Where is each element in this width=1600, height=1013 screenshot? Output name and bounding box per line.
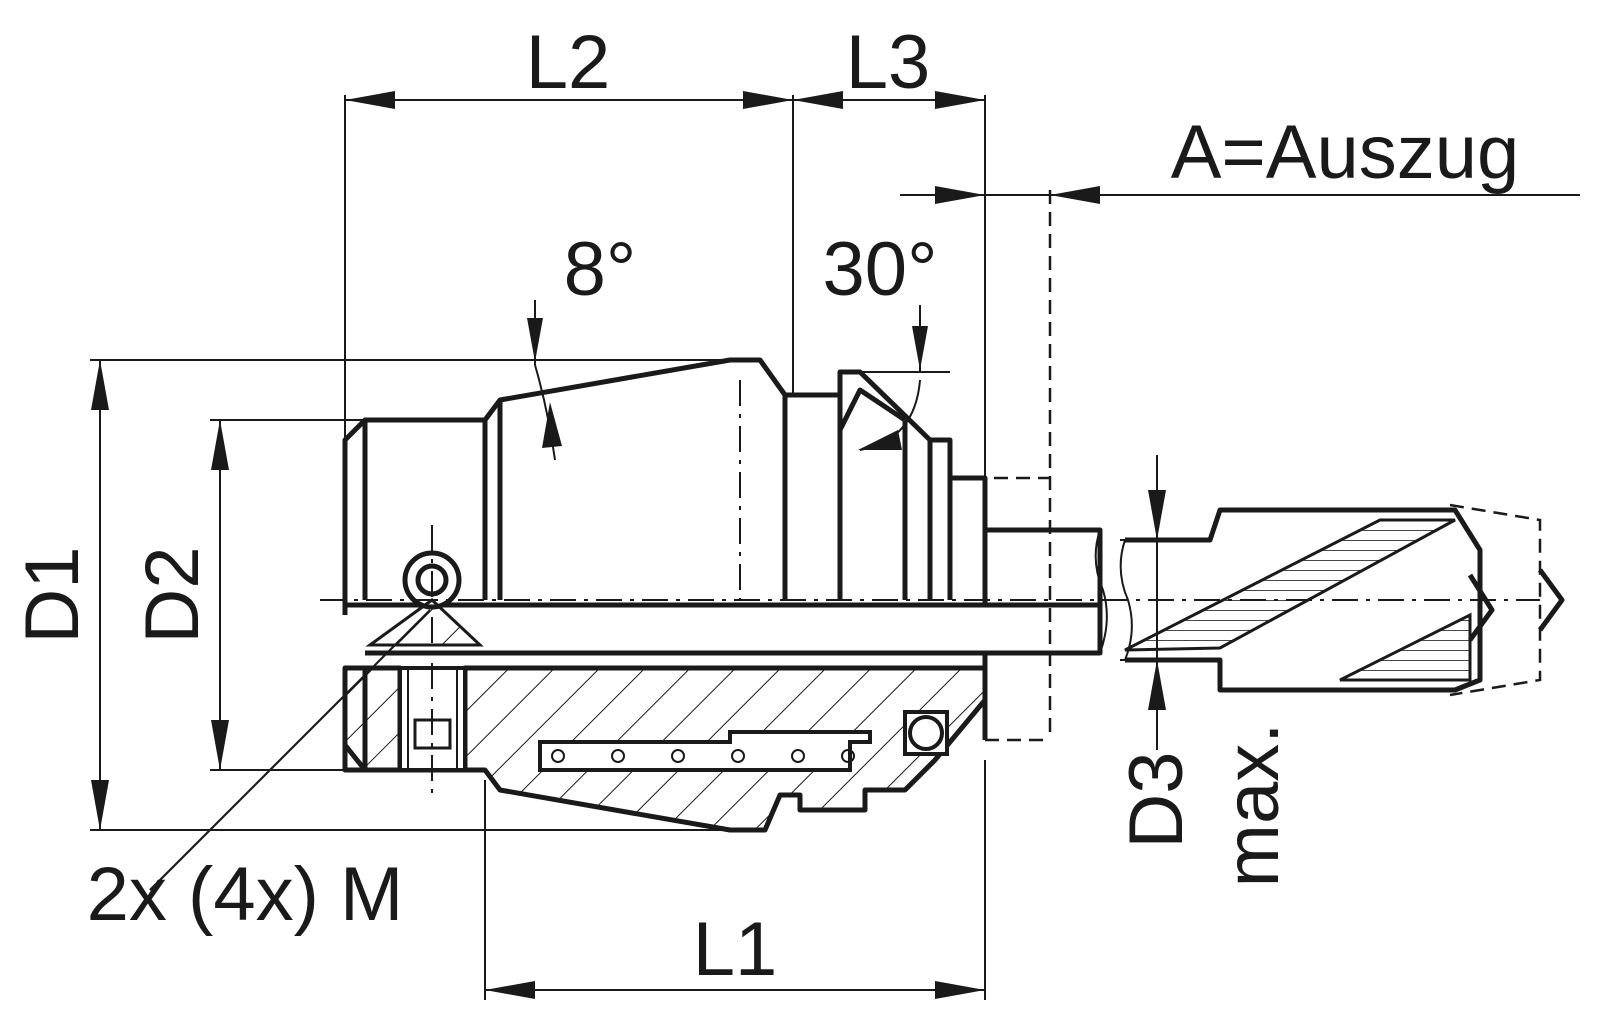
- shank-break-right: [1119, 539, 1133, 661]
- label-thread: 2x (4x) M: [87, 852, 404, 937]
- dim-d3-arrow-bottom: [1148, 660, 1166, 710]
- locking-ball: [908, 715, 944, 751]
- extraction-phantom: [950, 190, 1052, 742]
- drill-tip-inner: [1467, 573, 1495, 642]
- label-d2: D2: [130, 546, 215, 643]
- cone-chamfer: [837, 387, 907, 432]
- dim-d2-arrow-top: [211, 420, 229, 470]
- dimension-lines: [90, 91, 1580, 1000]
- dim-d1-arrow-bottom: [91, 780, 109, 830]
- screw-tip: [365, 598, 484, 647]
- angle30-arrow-top: [912, 326, 928, 370]
- nut-lower-outline: [342, 668, 400, 773]
- label-l2: L2: [526, 20, 611, 105]
- label-auszug: A=Auszug: [1171, 110, 1520, 195]
- dim-d2-arrow-bottom: [211, 720, 229, 770]
- chuck-body: [342, 357, 1103, 833]
- dim-l2-arrow-right: [743, 91, 793, 109]
- centerlines: [320, 525, 1540, 800]
- drill-tip-phantom: [1537, 568, 1565, 632]
- label-d1: D1: [10, 546, 95, 643]
- drill-extension-phantom: [1449, 503, 1542, 697]
- drill-tool: [1094, 503, 1565, 697]
- label-l1: L1: [693, 907, 778, 992]
- drill-outline: [1125, 507, 1483, 693]
- label-l3: L3: [846, 20, 931, 105]
- dim-l3-arrow-left: [793, 91, 843, 109]
- label-angle-30: 30°: [823, 227, 938, 312]
- label-angle-8: 8°: [564, 227, 637, 312]
- thread-leader-2: [149, 609, 431, 891]
- label-d3: D3: [1114, 751, 1199, 848]
- spring-balls: [551, 749, 855, 763]
- drill-flute-2: [1339, 612, 1472, 682]
- dim-auszug-arrow-left: [935, 186, 985, 204]
- angle8-arrow-top: [527, 318, 543, 362]
- label-max: max.: [1210, 723, 1295, 888]
- dim-l2-arrow-left: [345, 91, 395, 109]
- dim-auszug-arrow-right: [1050, 186, 1100, 204]
- labels: L2 L3 L1 A=Auszug 8° 30° 2x (4x) M D1 D2…: [10, 20, 1519, 992]
- dim-d3-arrow-top: [1148, 490, 1166, 540]
- dim-l3-arrow-right: [935, 91, 985, 109]
- angle30-arrow-bottom: [858, 430, 902, 450]
- dim-d1-arrow-top: [91, 360, 109, 410]
- angle8-arc: [534, 364, 556, 461]
- dim-l1-arrow-right: [935, 981, 985, 999]
- angle8-arrow-bottom: [542, 402, 562, 448]
- shank-break-left: [1094, 529, 1108, 654]
- drill-flute-1: [1124, 518, 1456, 652]
- dim-l1-arrow-left: [485, 981, 535, 999]
